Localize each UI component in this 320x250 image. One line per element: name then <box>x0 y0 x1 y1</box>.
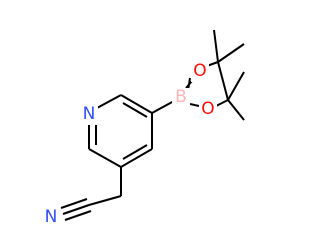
bond-cq2-me4 <box>227 99 245 121</box>
pyridine-ring <box>88 94 153 168</box>
atom-label-oxygen-top: O <box>193 61 206 81</box>
bond-cq2-me3 <box>227 71 245 101</box>
atom-label-oxygen-bottom: O <box>201 99 214 119</box>
bond-b-o-bottom <box>189 103 200 107</box>
bond-cn-triple-b <box>60 198 88 209</box>
bond-cq1-cq2 <box>217 61 229 101</box>
bond-cn-triple-c <box>64 210 92 221</box>
atom-label-n-pyridine: N <box>83 104 96 124</box>
label-bg-o-bottom <box>199 100 217 120</box>
label-bg-n-nitrile <box>42 208 60 228</box>
bond-c5-c6 <box>88 148 122 168</box>
label-bg-b <box>172 88 190 108</box>
bond-ch2-cn <box>88 195 122 206</box>
bond-c3-b <box>151 100 175 114</box>
cyanomethyl-group <box>60 167 122 221</box>
label-bg-o-top <box>191 62 209 82</box>
bond-c4-c5-inner <box>122 144 148 160</box>
molecule-structure-diagram: N B O O N <box>42 29 245 228</box>
bond-cq1-me2 <box>217 43 245 63</box>
atom-labels: N B O O N <box>42 61 217 228</box>
atom-label-boron: B <box>175 87 187 107</box>
bond-n1-c2 <box>96 94 122 109</box>
bond-c2-c3-inner <box>122 102 148 118</box>
bond-cq1-me1 <box>213 29 219 63</box>
label-bg-n-pyridine <box>80 105 98 125</box>
atom-label-n-nitrile: N <box>45 207 58 227</box>
bond-cn-triple-a <box>62 204 90 215</box>
bond-c4-c5 <box>120 148 153 168</box>
bond-c2-c3 <box>120 94 153 114</box>
